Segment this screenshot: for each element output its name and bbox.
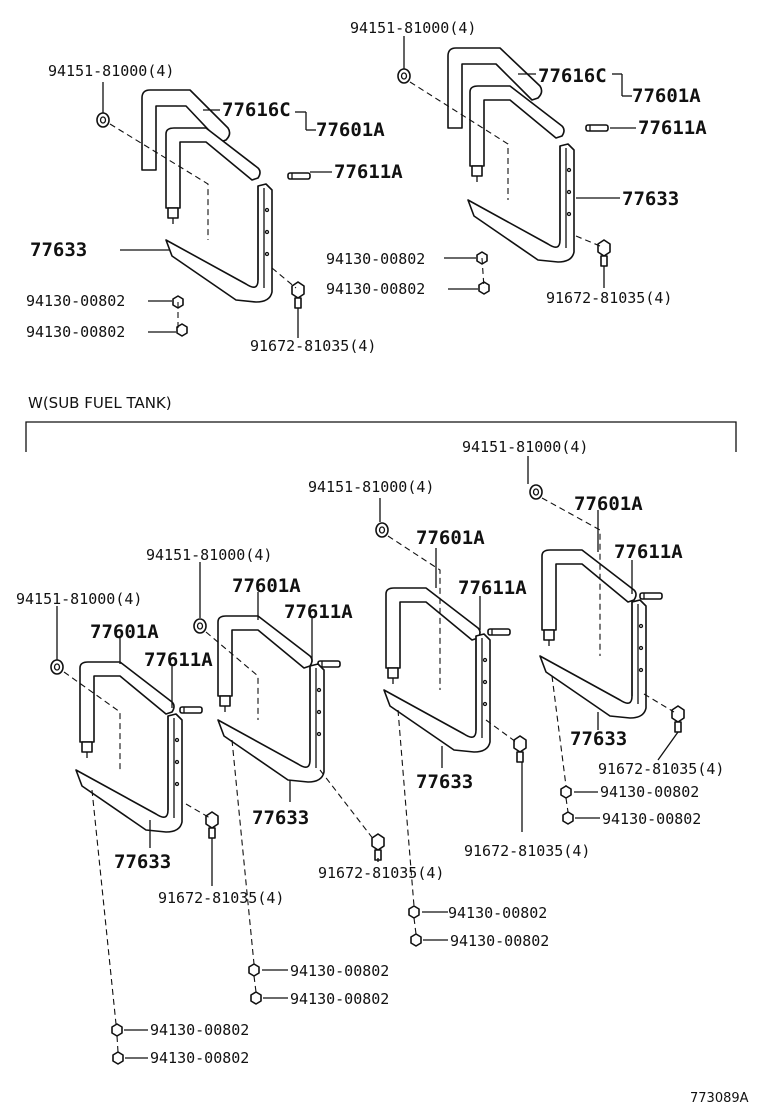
nut-shape (562, 811, 574, 825)
nut-shape (111, 1023, 123, 1037)
clip-nut-shape (397, 68, 411, 84)
label-clip-nut: 94151-81000(4) (350, 19, 476, 37)
label-pin: 77611A (284, 601, 353, 623)
clip-nut-shape (529, 484, 543, 500)
label-pin: 77611A (614, 541, 683, 563)
nut-shape (560, 785, 572, 799)
label-nut: 94130-00802 (448, 904, 547, 922)
label-pin: 77611A (458, 577, 527, 599)
band-shape (79, 661, 175, 759)
label-clip-nut: 94151-81000(4) (16, 590, 142, 608)
label-bracket: 77633 (30, 239, 87, 261)
label-band-assy: 77601A (416, 527, 485, 549)
clip-nut-shape (96, 112, 110, 128)
label-clip-nut: 94151-81000(4) (146, 546, 272, 564)
label-bolt: 91672-81035(4) (318, 864, 444, 882)
label-clip-nut: 94151-81000(4) (48, 62, 174, 80)
pin-shape (639, 592, 663, 600)
bolt-shape (291, 281, 305, 309)
label-nut: 94130-00802 (290, 962, 389, 980)
nut-shape (408, 905, 420, 919)
assembly-group-d: 94151-81000(4) 77601A 77611A 77633 91672… (146, 546, 444, 1008)
band-cover-shape (447, 47, 543, 129)
band-shape (385, 587, 481, 685)
pin-shape (287, 172, 311, 180)
label-band-assy: 77601A (232, 575, 301, 597)
label-bracket: 77633 (416, 771, 473, 793)
label-nut: 94130-00802 (150, 1021, 249, 1039)
label-band-assy: 77601A (574, 493, 643, 515)
figure-id: 773089A (690, 1091, 749, 1106)
label-pin: 77611A (144, 649, 213, 671)
nut-shape (410, 933, 422, 947)
label-bolt: 91672-81035(4) (250, 337, 376, 355)
label-bolt: 91672-81035(4) (546, 289, 672, 307)
band-shape (541, 549, 637, 647)
nut-shape (112, 1051, 124, 1065)
label-band-cover: 77616C (538, 65, 607, 87)
label-band-assy: 77601A (632, 85, 701, 107)
label-nut: 94130-00802 (450, 932, 549, 950)
bolt-shape (205, 811, 219, 839)
assembly-group-f: 94151-81000(4) 77601A 77611A 77633 91672… (462, 438, 724, 828)
assembly-group-c: 94151-81000(4) 77601A 77611A 77633 91672… (16, 590, 284, 1067)
pin-shape (317, 660, 341, 668)
label-nut: 94130-00802 (326, 250, 425, 268)
label-bracket: 77633 (622, 188, 679, 210)
label-bolt: 91672-81035(4) (464, 842, 590, 860)
pin-shape (179, 706, 203, 714)
band-shape (165, 127, 261, 225)
section-title: W(SUB FUEL TANK) (28, 394, 172, 412)
label-nut: 94130-00802 (600, 783, 699, 801)
clip-nut-shape (50, 659, 64, 675)
label-band-assy: 77601A (316, 119, 385, 141)
band-shape (217, 615, 313, 713)
label-pin: 77611A (334, 161, 403, 183)
label-bolt: 91672-81035(4) (158, 889, 284, 907)
section-bracket-line (25, 421, 737, 452)
label-nut: 94130-00802 (150, 1049, 249, 1067)
label-pin: 77611A (638, 117, 707, 139)
assembly-group-b: 94151-81000(4) 77616C 77601A 77611A 7763… (326, 19, 707, 307)
label-nut: 94130-00802 (326, 280, 425, 298)
band-shape (469, 85, 565, 183)
bolt-shape (371, 833, 385, 861)
bolt-shape (597, 239, 611, 267)
label-nut: 94130-00802 (290, 990, 389, 1008)
label-nut: 94130-00802 (602, 810, 701, 828)
bracket-shape (165, 183, 273, 303)
label-bracket: 77633 (252, 807, 309, 829)
pin-shape (487, 628, 511, 636)
nut-shape (248, 963, 260, 977)
label-clip-nut: 94151-81000(4) (462, 438, 588, 456)
pin-shape (585, 124, 609, 132)
label-nut: 94130-00802 (26, 323, 125, 341)
label-band-cover: 77616C (222, 99, 291, 121)
label-nut: 94130-00802 (26, 292, 125, 310)
clip-nut-shape (375, 522, 389, 538)
assembly-group-e: 94151-81000(4) 77601A 77611A 77633 91672… (308, 478, 590, 950)
clip-nut-shape (193, 618, 207, 634)
label-bracket: 77633 (570, 728, 627, 750)
label-bracket: 77633 (114, 851, 171, 873)
label-band-assy: 77601A (90, 621, 159, 643)
label-clip-nut: 94151-81000(4) (308, 478, 434, 496)
bolt-shape (513, 735, 527, 763)
assembly-group-a: 94151-81000(4) 77616C 77601A 77611A 7763… (26, 62, 403, 355)
label-bolt: 91672-81035(4) (598, 760, 724, 778)
nut-shape (250, 991, 262, 1005)
bolt-shape (671, 705, 685, 733)
